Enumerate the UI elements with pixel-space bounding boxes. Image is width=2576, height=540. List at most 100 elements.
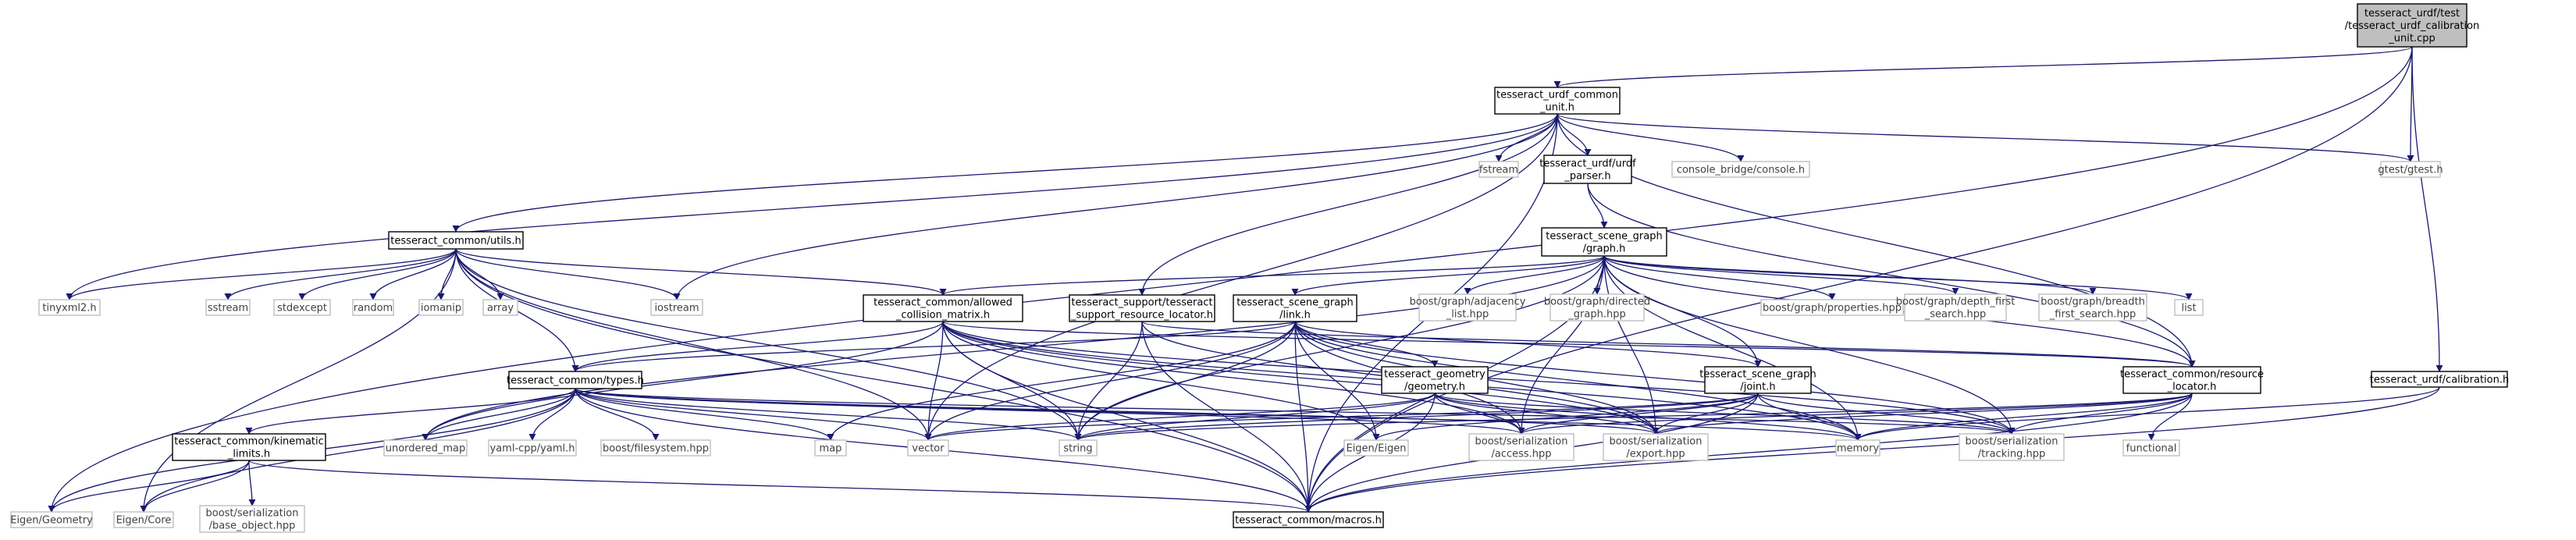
edge-link-to-string — [1074, 321, 1296, 441]
node-label-export-line-0: boost/serialization — [1609, 436, 1702, 448]
edge-joint-to-memory — [1757, 393, 1862, 441]
node-properties[interactable]: boost/graph/properties.hpp — [1760, 299, 1904, 316]
edge-graph-to-unordered_map — [422, 255, 1605, 441]
node-label-adjacency-line-0: boost/graph/adjacency — [1410, 297, 1526, 308]
node-label-map-line-0: map — [820, 443, 842, 455]
node-label-sstream-line-0: sstream — [208, 303, 248, 314]
node-calibration[interactable]: tesseract_urdf/calibration.h — [2370, 371, 2509, 388]
node-box-fstream — [1478, 161, 1519, 178]
node-box-export — [1603, 433, 1709, 461]
node-array[interactable]: array — [482, 299, 518, 316]
node-box-sstream — [205, 299, 251, 316]
node-box-map — [814, 439, 847, 457]
node-label-utils-line-0: tesseract_common/utils.h — [390, 236, 521, 247]
node-types[interactable]: tesseract_common/types.h — [507, 371, 644, 389]
node-sstream[interactable]: sstream — [205, 299, 251, 316]
edge-types-to-yaml — [528, 388, 576, 441]
edge-utils-to-iostream — [455, 248, 681, 300]
node-vector[interactable]: vector — [907, 439, 949, 457]
edge-acm-to-vector — [924, 321, 944, 441]
node-box-vector — [907, 439, 949, 457]
node-common_unit[interactable]: tesseract_urdf_common_unit.h — [1494, 87, 1621, 115]
node-access[interactable]: boost/serialization/access.hpp — [1468, 433, 1574, 461]
node-label-joint-line-0: tesseract_scene_graph — [1699, 369, 1816, 381]
node-root[interactable]: tesseract_urdf/test/tesseract_urdf_calib… — [2345, 3, 2480, 48]
node-random[interactable]: random — [352, 299, 394, 316]
node-fstream[interactable]: fstream — [1478, 161, 1519, 178]
node-memory[interactable]: memory — [1835, 439, 1880, 457]
node-base_object[interactable]: boost/serialization/base_object.hpp — [199, 505, 305, 533]
node-box-kinematic — [172, 433, 326, 461]
node-label-dfs-line-0: boost/graph/depth_first — [1896, 297, 2016, 308]
node-res_loc[interactable]: tesseract_common/resource_locator.h — [2120, 366, 2264, 394]
node-string[interactable]: string — [1059, 439, 1098, 457]
node-urdf_parser[interactable]: tesseract_urdf/urdf_parser.h — [1539, 155, 1636, 184]
node-label-properties-line-0: boost/graph/properties.hpp — [1763, 303, 1902, 314]
edge-graph-to-memory — [1603, 255, 1862, 441]
node-eigen[interactable]: Eigen/Eigen — [1343, 439, 1409, 457]
node-iostream[interactable]: iostream — [650, 299, 703, 316]
node-label-types-line-0: tesseract_common/types.h — [507, 375, 644, 387]
node-box-root — [2357, 3, 2467, 48]
node-support_loc[interactable]: tesseract_support/tesseract_support_reso… — [1069, 294, 1215, 322]
node-bfs[interactable]: boost/graph/breadth_first_search.hpp — [2038, 293, 2147, 322]
node-label-geometry-line-0: tesseract_geometry — [1384, 369, 1485, 381]
node-label-filesystem-line-0: boost/filesystem.hpp — [603, 443, 709, 455]
node-stdexcept[interactable]: stdexcept — [273, 299, 331, 316]
edge-graph-to-properties — [1603, 255, 1836, 300]
node-tracking[interactable]: boost/serialization/tracking.hpp — [1959, 433, 2065, 461]
node-eigen_geometry[interactable]: Eigen/Geometry — [10, 511, 93, 528]
edge-graph-to-adjacency — [1464, 255, 1605, 295]
node-functional[interactable]: functional — [2122, 439, 2180, 457]
node-box-adjacency — [1418, 293, 1517, 322]
node-label-root-line-2: _unit.cpp — [2388, 33, 2435, 44]
node-label-root-line-0: tesseract_urdf/test — [2364, 8, 2460, 20]
node-acm[interactable]: tesseract_common/allowed_collision_matri… — [863, 294, 1023, 322]
node-map[interactable]: map — [814, 439, 847, 457]
edge-link-to-types — [571, 321, 1296, 372]
node-export[interactable]: boost/serialization/export.hpp — [1603, 433, 1709, 461]
edge-joint-to-vector — [924, 393, 1759, 441]
edge-geometry-to-vector — [924, 393, 1436, 441]
node-yaml[interactable]: yaml-cpp/yaml.h — [488, 439, 577, 457]
node-geometry[interactable]: tesseract_geometry/geometry.h — [1381, 366, 1489, 394]
node-utils[interactable]: tesseract_common/utils.h — [388, 231, 524, 250]
node-label-stdexcept-line-0: stdexcept — [277, 303, 327, 314]
node-adjacency[interactable]: boost/graph/adjacency_list.hpp — [1410, 293, 1526, 322]
edge-common_unit-to-utils — [452, 113, 1558, 233]
node-filesystem[interactable]: boost/filesystem.hpp — [600, 439, 711, 457]
node-tinyxml2[interactable]: tinyxml2.h — [38, 299, 101, 316]
node-unordered_map[interactable]: unordered_map — [383, 439, 468, 457]
edge-utils-to-sstream — [224, 248, 457, 300]
edge-calibration-to-memory — [1854, 386, 2440, 441]
edge-link-to-tracking — [1294, 321, 2016, 435]
node-label-access-line-0: boost/serialization — [1475, 436, 1567, 448]
node-label-root-line-1: /tesseract_urdf_calibration — [2345, 20, 2480, 32]
node-label-array-line-0: array — [487, 303, 514, 314]
node-macros[interactable]: tesseract_common/macros.h — [1233, 511, 1384, 528]
node-eigen_core[interactable]: Eigen/Core — [113, 511, 174, 528]
node-console[interactable]: console_bridge/console.h — [1671, 161, 1810, 178]
node-box-gtest — [2380, 161, 2441, 178]
node-graph[interactable]: tesseract_scene_graph/graph.h — [1541, 227, 1667, 257]
edge-joint-to-export — [1652, 393, 1759, 435]
node-iomanip[interactable]: iomanip — [418, 299, 464, 316]
node-joint[interactable]: tesseract_scene_graph/joint.h — [1699, 366, 1816, 394]
node-box-joint — [1704, 366, 1812, 394]
node-gtest[interactable]: gtest/gtest.h — [2378, 161, 2443, 178]
edge-utils-to-tinyxml2 — [66, 248, 457, 300]
node-directed[interactable]: boost/graph/directed_graph.hpp — [1544, 293, 1650, 322]
edge-root-to-common_unit — [1553, 46, 2413, 88]
node-list[interactable]: list — [2174, 299, 2204, 316]
edge-kinematic-to-eigen_geometry — [48, 460, 250, 513]
edge-common_unit-to-iostream — [673, 113, 1558, 300]
node-link[interactable]: tesseract_scene_graph/link.h — [1233, 294, 1357, 322]
node-kinematic[interactable]: tesseract_common/kinematic_limits.h — [172, 433, 326, 461]
node-dfs[interactable]: boost/graph/depth_first_search.hpp — [1896, 293, 2016, 322]
node-label-yaml-line-0: yaml-cpp/yaml.h — [490, 443, 575, 455]
edge-graph-to-tracking — [1603, 255, 2016, 435]
node-label-common_unit-line-0: tesseract_urdf_common — [1496, 90, 1618, 101]
node-label-tracking-line-1: /tracking.hpp — [1978, 449, 2045, 460]
node-label-bfs-line-0: boost/graph/breadth — [2041, 297, 2145, 308]
edge-common_unit-to-tinyxml2 — [66, 113, 1558, 300]
